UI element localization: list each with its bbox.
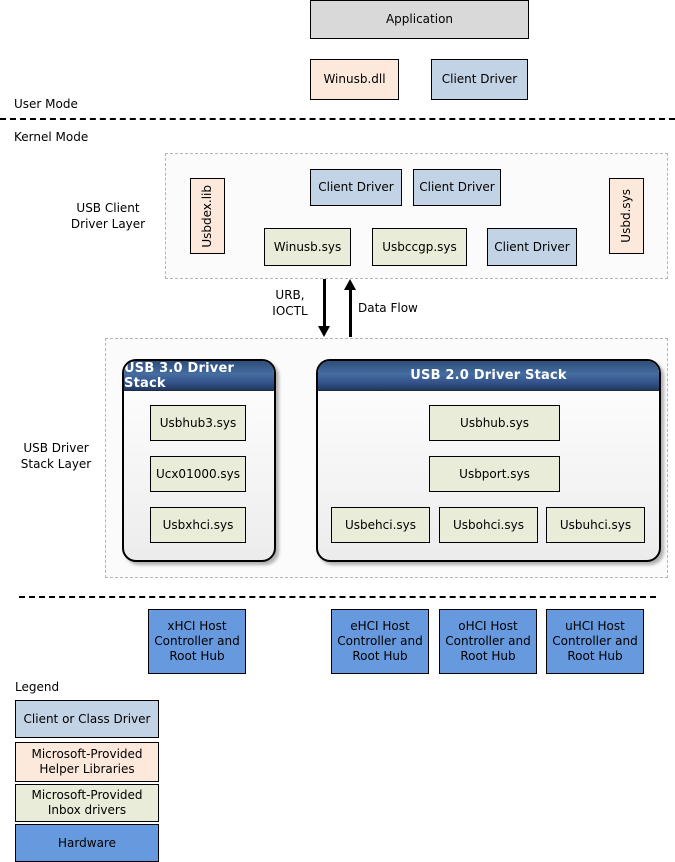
usb-2-0-driver-stack-header: USB 2.0 Driver Stack [318, 361, 659, 391]
user-kernel-mode-divider [0, 118, 675, 120]
user-mode-label: User Mode [14, 97, 78, 111]
usbehci-sys-box: Usbehci.sys [331, 507, 430, 543]
usbd-sys-label: Usbd.sys [619, 189, 633, 243]
urb-ioctl-arrow-shaft [323, 279, 326, 327]
kernel-mode-label: Kernel Mode [14, 130, 89, 144]
data-flow-arrow-head [344, 279, 356, 290]
usbhub3-sys-box: Usbhub3.sys [150, 405, 246, 441]
client-driver-usermode-box: Client Driver [431, 59, 528, 100]
usbport-sys-box: Usbport.sys [429, 456, 560, 492]
ucx01000-sys-box: Ucx01000.sys [150, 456, 246, 492]
usbdex-lib-box: Usbdex.lib [190, 178, 225, 254]
uhci-host-controller-box: uHCI Host Controller and Root Hub [546, 609, 644, 674]
legend-item-inbox-drivers: Microsoft-Provided Inbox drivers [15, 784, 159, 822]
urb-ioctl-arrow-head [318, 326, 330, 337]
usb-client-driver-layer-label: USB Client Driver Layer [70, 201, 146, 231]
kernel-hardware-divider [19, 596, 656, 598]
application-box: Application [310, 0, 529, 39]
winusb-dll-box: Winusb.dll [310, 59, 399, 100]
data-flow-label: Data Flow [358, 301, 418, 315]
xhci-host-controller-box: xHCI Host Controller and Root Hub [148, 609, 246, 674]
client-driver-kernel-box-2: Client Driver [413, 169, 501, 206]
ehci-host-controller-box: eHCI Host Controller and Root Hub [331, 609, 429, 674]
usbohci-sys-box: Usbohci.sys [439, 507, 538, 543]
usb-driver-stack-layer-label: USB Driver Stack Layer [20, 441, 92, 471]
client-driver-kernel-box-1: Client Driver [310, 169, 402, 206]
usbuhci-sys-box: Usbuhci.sys [546, 507, 645, 543]
usb-3-0-driver-stack-header: USB 3.0 Driver Stack [124, 361, 274, 391]
urb-ioctl-label: URB, IOCTL [272, 288, 308, 318]
usbhub-sys-box: Usbhub.sys [429, 405, 560, 441]
usbccgp-sys-box: Usbccgp.sys [372, 228, 467, 266]
legend-item-helper-libraries: Microsoft-Provided Helper Libraries [15, 742, 159, 782]
ohci-host-controller-box: oHCI Host Controller and Root Hub [439, 609, 537, 674]
usbxhci-sys-box: Usbxhci.sys [150, 507, 246, 543]
data-flow-arrow-shaft [349, 289, 352, 337]
usbd-sys-box: Usbd.sys [609, 178, 644, 254]
legend-item-hardware: Hardware [15, 824, 159, 862]
legend-item-client-or-class-driver: Client or Class Driver [15, 700, 159, 738]
usbdex-lib-label: Usbdex.lib [200, 184, 214, 248]
winusb-sys-box: Winusb.sys [264, 228, 351, 266]
client-driver-kernel-box-3: Client Driver [487, 228, 577, 266]
legend-title: Legend [15, 680, 60, 694]
